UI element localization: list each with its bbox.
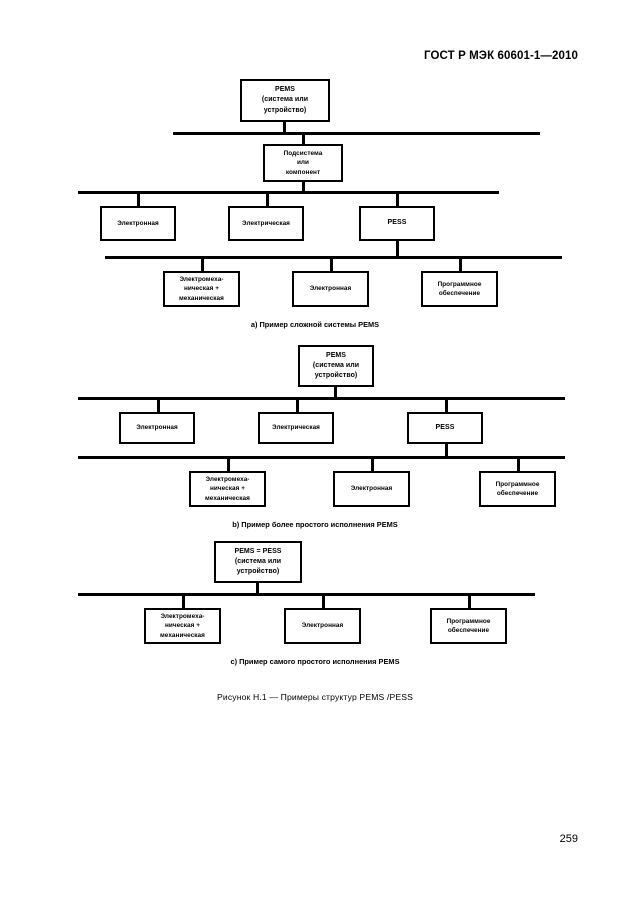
- node-a-l3-1-line3: механическая: [179, 294, 224, 302]
- node-a-l3-2: Электронная: [292, 271, 369, 307]
- connector-b-pess-down: [445, 444, 448, 458]
- node-a-l2-2: Электрическая: [228, 206, 304, 241]
- node-a-subsystem-line1: Подсистема: [283, 150, 323, 158]
- node-c-l2-3-line1: Программное: [446, 617, 491, 625]
- node-c-root-line1: PEMS = PESS: [234, 547, 282, 555]
- node-a-l2-2-line1: Электрическая: [242, 219, 290, 227]
- connector-a-l2-3: [396, 191, 399, 207]
- node-b-l2-1-line1: Электронная: [136, 424, 178, 432]
- connector-c-l2-3: [468, 593, 471, 609]
- connector-a-pess-down: [396, 241, 399, 258]
- connector-c-root-stem: [256, 583, 259, 595]
- node-a-l2-3: PESS: [359, 206, 435, 241]
- bus-a-2: [78, 191, 499, 194]
- connector-b-l3-2: [371, 456, 374, 472]
- connector-a-l2-1: [137, 191, 140, 207]
- node-b-root: PEMS (система или устройство): [298, 345, 374, 387]
- connector-b-l3-1: [227, 456, 230, 472]
- connector-b-root-stem: [334, 387, 337, 399]
- node-c-l2-1-line1: Электромеха-: [160, 613, 205, 621]
- node-a-l3-1-line1: Электромеха-: [179, 276, 224, 284]
- connector-b-l3-3: [517, 456, 520, 472]
- node-c-root-line3: устройство): [236, 568, 280, 576]
- node-b-l3-1-line2: ническая +: [209, 485, 245, 493]
- node-a-l3-3: Программное обеспечение: [421, 271, 498, 307]
- node-a-root-line1: PEMS: [274, 86, 296, 94]
- bus-b-2: [78, 456, 565, 459]
- node-a-root: PEMS (система или устройство): [240, 79, 330, 122]
- page-number: 259: [559, 833, 578, 845]
- node-a-subsystem: Подсистема или компонент: [263, 144, 343, 182]
- node-b-l3-3: Программное обеспечение: [479, 471, 556, 507]
- connector-a-root-stem: [283, 122, 286, 134]
- node-b-l3-2-line1: Электронная: [350, 485, 393, 493]
- node-a-l3-1-line2: ническая +: [183, 285, 219, 293]
- node-c-l2-2-line1: Электронная: [301, 622, 344, 630]
- node-c-l2-1-line2: ническая +: [164, 622, 200, 630]
- connector-c-l2-2: [322, 593, 325, 609]
- node-b-l2-3: PESS: [407, 412, 483, 444]
- node-b-l3-2: Электронная: [333, 471, 410, 507]
- bus-a-3: [105, 256, 562, 259]
- node-c-root: PEMS = PESS (система или устройство): [214, 541, 302, 583]
- node-a-subsystem-line2: или: [296, 159, 310, 167]
- connector-b-l2-3: [445, 397, 448, 413]
- node-b-l2-3-line1: PESS: [435, 423, 455, 431]
- node-b-l3-1-line3: механическая: [205, 494, 250, 502]
- node-c-l2-3-line2: обеспечение: [447, 627, 490, 634]
- bus-b-1: [78, 397, 565, 400]
- node-b-l3-3-line1: Программное: [495, 480, 540, 488]
- node-a-l2-1-line1: Электронная: [117, 219, 159, 227]
- connector-a-l3-2: [330, 256, 333, 272]
- connector-a-l3-3: [459, 256, 462, 272]
- node-a-subsystem-line3: компонент: [285, 168, 321, 176]
- node-b-root-line1: PEMS: [325, 351, 347, 359]
- node-c-root-line2: (система или: [234, 557, 282, 565]
- figure-caption: Рисунок H.1 — Примеры структур PEMS /PES…: [216, 692, 413, 702]
- connector-a-subsystem-down: [302, 182, 305, 193]
- node-b-l3-1-line1: Электромеха-: [205, 476, 250, 484]
- node-c-l2-1-line3: механическая: [160, 631, 205, 639]
- node-b-root-line3: устройство): [314, 372, 358, 380]
- node-a-l2-1: Электронная: [100, 206, 176, 241]
- node-b-l2-2-line1: Электрическая: [272, 424, 320, 432]
- connector-b-l2-1: [157, 397, 160, 413]
- node-a-l3-3-line2: обеспечение: [438, 290, 481, 297]
- node-b-l2-2: Электрическая: [258, 412, 334, 444]
- node-b-root-line2: (система или: [312, 361, 360, 369]
- bus-c-1: [78, 593, 535, 596]
- node-a-l3-1: Электромеха- ническая + механическая: [163, 271, 240, 307]
- node-b-l3-3-line2: обеспечение: [496, 490, 539, 497]
- connector-a-l2-2: [266, 191, 269, 207]
- node-c-l2-2: Электронная: [284, 608, 361, 644]
- connector-a-l3-1: [201, 256, 204, 272]
- connector-c-l2-1: [182, 593, 185, 609]
- connector-a-subsystem-stem: [302, 132, 305, 145]
- node-a-l2-3-line1: PESS: [387, 219, 407, 227]
- caption-b: b) Пример более простого исполнения PEMS: [232, 520, 398, 529]
- caption-a: a) Пример сложной системы PEMS: [250, 320, 380, 329]
- node-c-l2-1: Электромеха- ническая + механическая: [144, 608, 221, 644]
- caption-c: c) Пример самого простого исполнения PEM…: [230, 657, 400, 666]
- document-header: ГОСТ Р МЭК 60601-1—2010: [424, 50, 578, 62]
- connector-b-l2-2: [296, 397, 299, 413]
- node-a-l3-3-line1: Программное: [437, 280, 482, 288]
- node-b-l3-1: Электромеха- ническая + механическая: [189, 471, 266, 507]
- bus-a-1: [173, 132, 540, 135]
- node-b-l2-1: Электронная: [119, 412, 195, 444]
- node-c-l2-3: Программное обеспечение: [430, 608, 507, 644]
- node-a-root-line3: устройство): [263, 106, 307, 114]
- node-a-l3-2-line1: Электронная: [309, 285, 352, 293]
- node-a-root-line2: (система или: [261, 96, 309, 104]
